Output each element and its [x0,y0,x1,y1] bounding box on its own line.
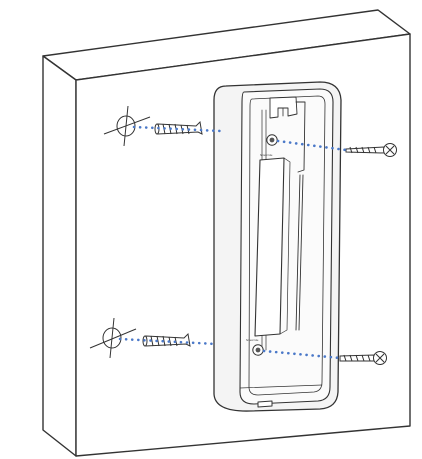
lower-screw-hole-label: Screw hole [246,339,259,342]
guide-upper-left [132,125,222,133]
mounting-bracket: Screw hole Screw hole [213,81,342,412]
upper-screw-hole-label: Screw hole [260,154,273,157]
bracket-bottom-ridge [239,384,323,389]
drill-hole-mark-lower [89,317,137,359]
bracket-center-opening [254,157,285,337]
upper-screw-hole: Screw hole [260,134,278,157]
alignment-guides [118,125,348,360]
drill-hole-mark-upper [103,105,151,147]
bracket-top-clip [269,96,298,119]
guide-lower-right [262,349,342,360]
bracket-opening-depth [279,157,291,335]
wall-left-face [42,55,77,457]
bracket-inner-border [248,95,326,396]
guide-lower-left [118,337,218,346]
screw-upper [345,143,397,157]
bracket-bottom-latch [257,400,273,408]
screw-lower [339,351,387,365]
bracket-right-rail [295,101,306,331]
guide-upper-right [276,139,348,152]
